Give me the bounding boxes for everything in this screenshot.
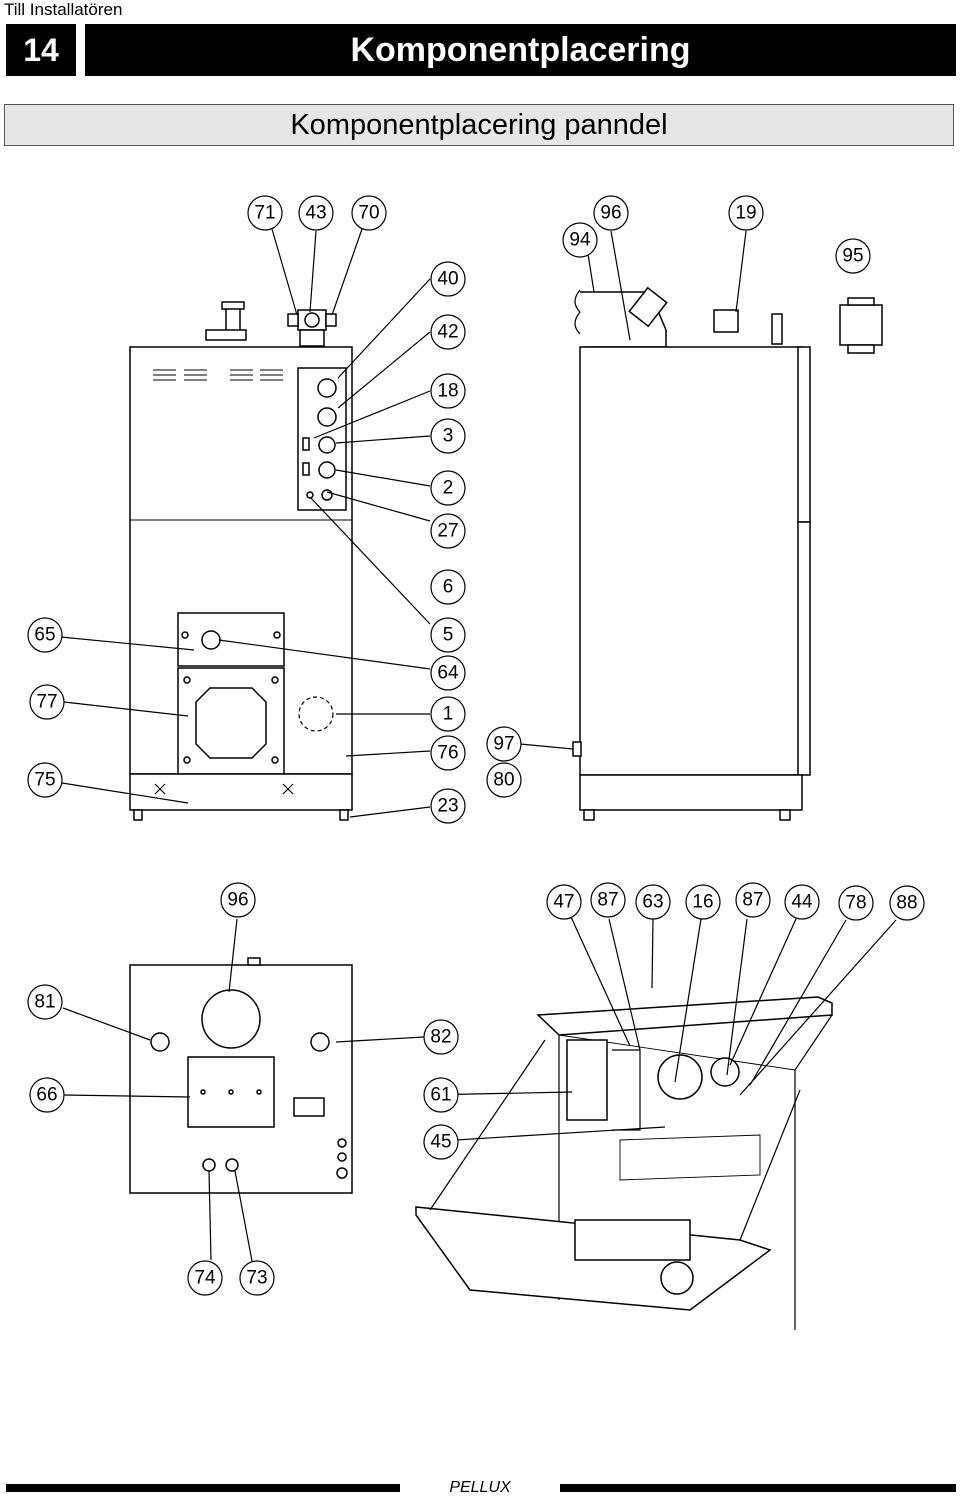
callout-95-text: 95	[842, 246, 863, 267]
callout-19-text: 19	[735, 203, 756, 224]
callout-42: 42	[430, 314, 466, 350]
callout-75-text: 75	[34, 770, 55, 791]
callout-47: 47	[546, 884, 582, 920]
callout-42-text: 42	[437, 322, 458, 343]
leader-lines	[60, 228, 897, 1262]
callout-88-text: 88	[896, 893, 917, 914]
section-title: Komponentplacering panndel	[4, 104, 954, 146]
callout-78-text: 78	[845, 893, 866, 914]
callout-18-text: 18	[437, 381, 458, 402]
callout-80-text: 80	[493, 770, 514, 791]
callout-94-text: 94	[569, 230, 591, 251]
callout-81-text: 81	[34, 992, 55, 1013]
page-number: 14	[6, 24, 76, 76]
callout-82-text: 82	[430, 1027, 451, 1048]
callout-1-text: 1	[443, 704, 454, 725]
callout-87-a-text: 87	[597, 890, 618, 911]
callout-27-text: 27	[437, 521, 458, 542]
callout-64-text: 64	[437, 663, 459, 684]
callout-64: 64	[430, 655, 466, 691]
callout-87-b-text: 87	[742, 890, 763, 911]
callout-74-text: 74	[194, 1268, 216, 1289]
callout-23-text: 23	[437, 796, 458, 817]
rear-view-drawing	[129, 957, 353, 1194]
perspective-drawing	[415, 996, 833, 1330]
callout-47-text: 47	[553, 892, 574, 913]
callout-2: 2	[430, 470, 466, 506]
front-view-drawing	[129, 301, 353, 821]
callout-1: 1	[430, 696, 466, 732]
footer-brand: PELLUX	[449, 1479, 511, 1496]
callout-78: 78	[838, 885, 874, 921]
callout-27: 27	[430, 513, 466, 549]
callout-3-text: 3	[443, 426, 454, 447]
callout-5: 5	[430, 617, 466, 653]
callout-77-text: 77	[36, 692, 57, 713]
callout-88: 88	[889, 885, 925, 921]
callout-40-text: 40	[437, 269, 458, 290]
callout-63-text: 63	[642, 892, 663, 913]
callout-23: 23	[430, 788, 466, 824]
callout-63: 63	[635, 884, 671, 920]
callout-97: 97	[486, 726, 522, 762]
callout-94: 94	[562, 222, 598, 258]
callout-87-b: 87	[735, 882, 771, 918]
callout-45-text: 45	[430, 1132, 451, 1153]
callout-65: 65	[27, 617, 63, 653]
callout-43: 43	[298, 195, 334, 231]
callout-16: 16	[685, 884, 721, 920]
callout-16-text: 16	[692, 892, 713, 913]
callout-43-text: 43	[305, 203, 326, 224]
callout-3: 3	[430, 418, 466, 454]
callout-96-top: 96	[593, 195, 629, 231]
callout-40: 40	[430, 261, 466, 297]
callout-66-text: 66	[36, 1085, 57, 1106]
callout-45: 45	[423, 1124, 459, 1160]
callout-96-rear-text: 96	[227, 890, 248, 911]
callout-74: 74	[187, 1260, 223, 1296]
callout-70: 70	[351, 195, 387, 231]
callout-18: 18	[430, 373, 466, 409]
callout-71-text: 71	[254, 203, 275, 224]
callout-76: 76	[430, 735, 466, 771]
callout-66: 66	[29, 1077, 65, 1113]
callout-82: 82	[423, 1019, 459, 1055]
callout-44: 44	[784, 884, 820, 920]
callout-81: 81	[27, 984, 63, 1020]
callout-80: 80	[486, 762, 522, 798]
callout-71: 71	[247, 195, 283, 231]
callout-2-text: 2	[443, 478, 454, 499]
callout-75: 75	[27, 762, 63, 798]
side-view-drawing	[572, 286, 883, 821]
callout-61: 61	[423, 1077, 459, 1113]
callout-44-text: 44	[791, 892, 813, 913]
callout-96-top-text: 96	[600, 203, 621, 224]
footer-rule-right	[560, 1484, 956, 1492]
callout-77: 77	[29, 684, 65, 720]
callout-97-text: 97	[493, 734, 514, 755]
callout-61-text: 61	[430, 1085, 451, 1106]
callout-73: 73	[239, 1260, 275, 1296]
callout-96-rear: 96	[220, 882, 256, 918]
page-title: Komponentplacering	[85, 24, 956, 76]
callout-65-text: 65	[34, 625, 55, 646]
section-label: Till Installatören	[4, 0, 123, 19]
callout-6: 6	[430, 569, 466, 605]
callout-6-text: 6	[443, 577, 454, 598]
callout-5-text: 5	[443, 625, 454, 646]
callout-76-text: 76	[437, 743, 458, 764]
callout-73-text: 73	[246, 1268, 267, 1289]
callout-95: 95	[835, 238, 871, 274]
callout-19: 19	[728, 195, 764, 231]
callout-70-text: 70	[358, 203, 379, 224]
footer-rule-left	[6, 1484, 400, 1492]
callout-87-a: 87	[590, 882, 626, 918]
